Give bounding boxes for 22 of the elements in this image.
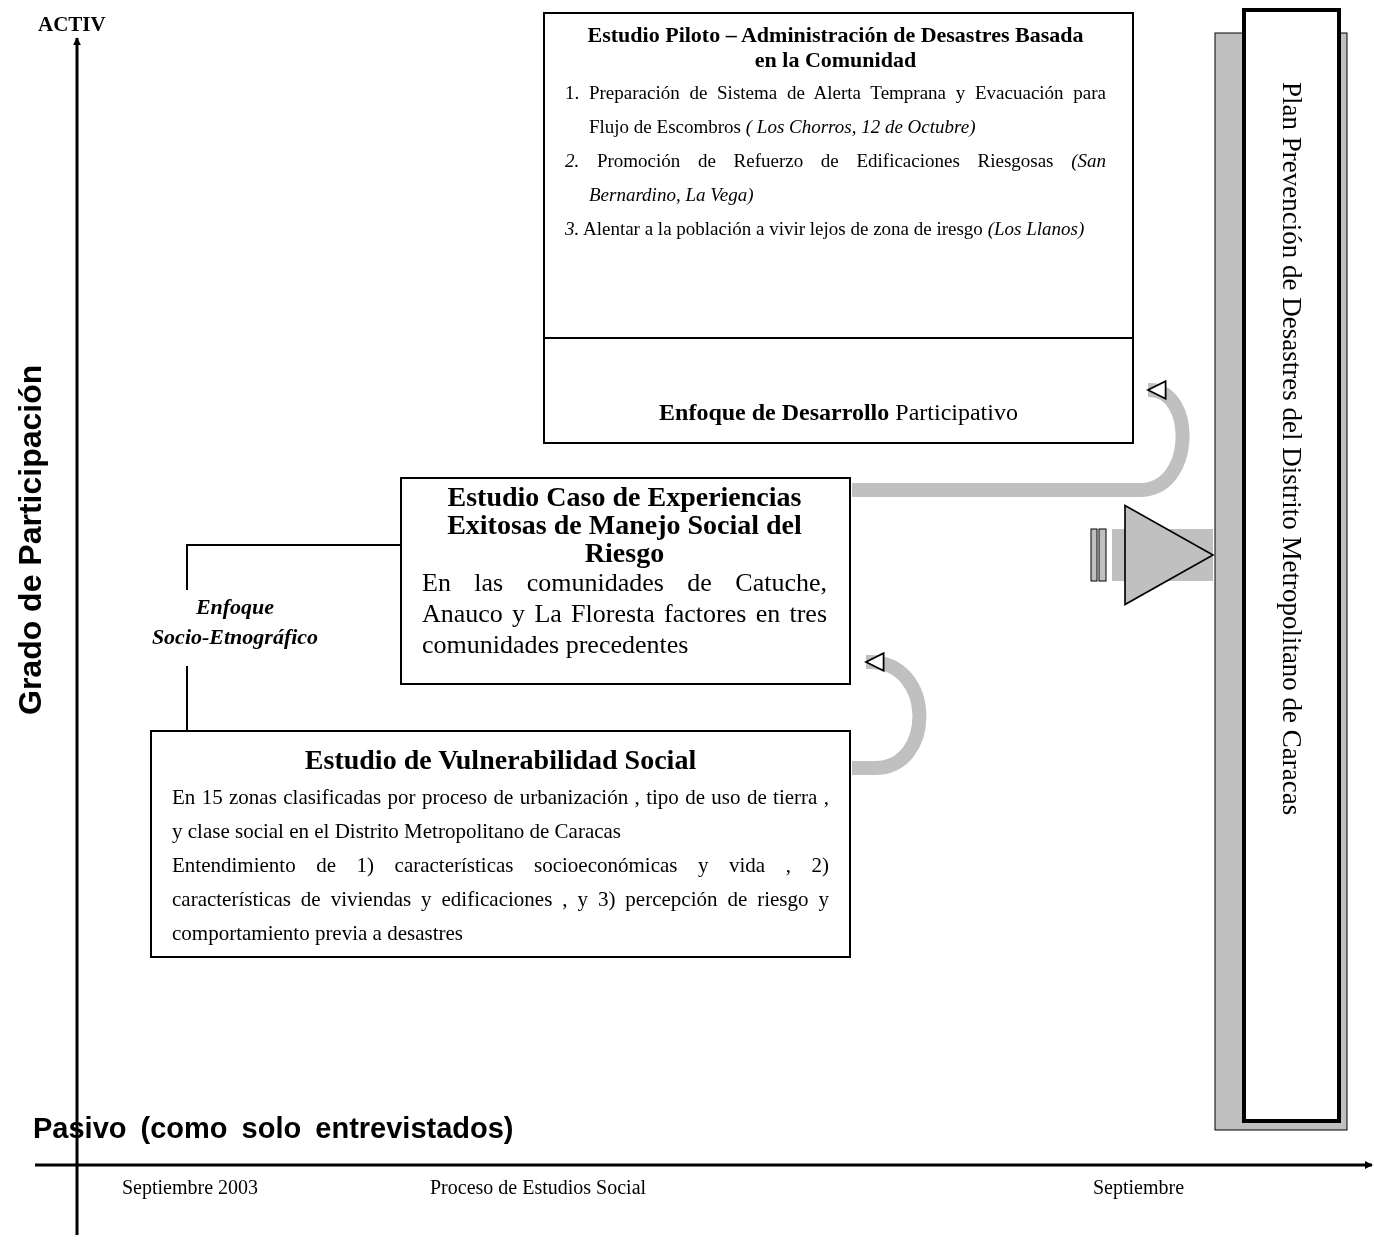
list-item: 1. Preparación de Sistema de Alerta Temprana y Evacuación para Flujo de Escombros ( Los Chorros, 12 de Octubre) xyxy=(565,81,1106,139)
axis-label: Proceso de Estudios Social xyxy=(430,1176,647,1199)
box-description: Entendimiento de 1) características socioeconómicas y vida , 2) características de viviendas y edificaciones , y 3) percepción de riesgo y comportamiento previa a desastres xyxy=(172,852,829,947)
list-item: 3. Alentar a la población a vivir lejos de zona de iresgo (Los Llanos) xyxy=(565,217,1086,241)
box-description: En 15 zonas clasificadas por proceso de urbanización , tipo de uso de tierra , y clase social en el Distrito Metropolitano de Caracas xyxy=(172,784,829,845)
list-item: 2. Promoción de Refuerzo de Edificaciones Riesgosas (San Bernardino, La Vega) xyxy=(565,149,1106,207)
approach-label: Enfoque Socio-Etnográfico xyxy=(110,592,360,664)
study-box xyxy=(400,477,851,685)
box-title: Estudio de Vulnerabilidad Social xyxy=(303,746,698,774)
study-box xyxy=(150,730,851,958)
study-box xyxy=(543,337,1134,444)
approach-label: Enfoque de Desarrollo Participativo xyxy=(659,399,1018,426)
box-description: En las comunidades de Catuche, Anauco y La Floresta factores en tres comunidades precedentes xyxy=(422,568,827,660)
axis-label: Septiembre xyxy=(1093,1176,1185,1199)
plan-title: Plan Prevención de Desastres del Distrito Metropolitano de Caracas xyxy=(1276,81,1307,816)
study-box xyxy=(1242,8,1341,1123)
axis-label: ACTIV xyxy=(38,12,106,37)
box-title: Estudio Piloto – Administración de Desastres Basada en la Comunidad xyxy=(586,22,1085,74)
axis-title: Grado de Participación xyxy=(12,363,49,718)
box-title: Estudio Caso de Experiencias Exitosas de Manejo Social del Riesgo xyxy=(446,483,803,567)
study-box xyxy=(543,12,1134,339)
axis-label: Septiembre 2003 xyxy=(122,1176,259,1199)
